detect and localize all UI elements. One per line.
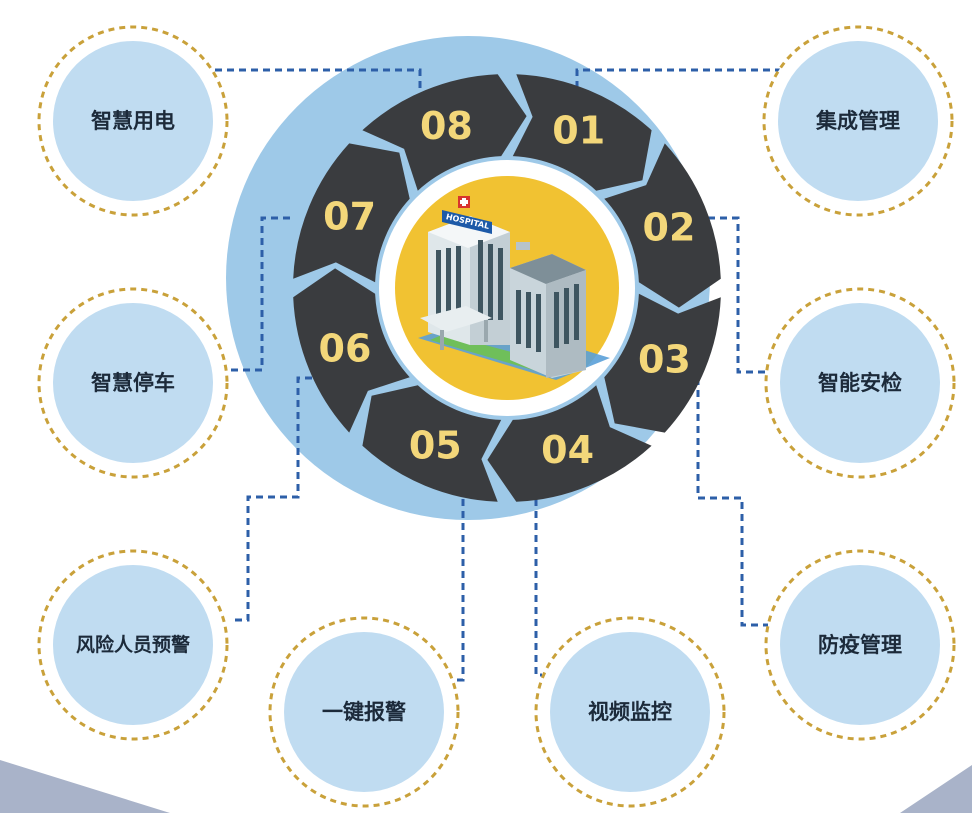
- corner-shape-right: [900, 765, 972, 813]
- segment-number-08: 08: [420, 104, 473, 148]
- connector-05: [455, 487, 465, 682]
- node-label: 防疫管理: [818, 633, 902, 657]
- connector-02: [708, 216, 770, 374]
- connector-03: [686, 376, 768, 627]
- segment-number-05: 05: [409, 423, 462, 467]
- node-label: 集成管理: [815, 109, 900, 133]
- node-label: 视频监控: [588, 700, 672, 724]
- segment-number-01: 01: [552, 109, 605, 153]
- segment-number-06: 06: [319, 327, 372, 371]
- node-label: 智能安检: [818, 371, 902, 395]
- node-one-key-alarm[interactable]: 一键报警: [268, 616, 460, 808]
- node-label: 一键报警: [322, 700, 406, 724]
- segment-number-02: 02: [643, 205, 696, 249]
- node-smart-electricity[interactable]: 智慧用电: [37, 25, 229, 217]
- connector-04: [534, 487, 542, 677]
- arrow-segment-02: [604, 143, 721, 308]
- arrow-segment-07: [293, 143, 410, 283]
- node-smart-security-check[interactable]: 智能安检: [764, 287, 956, 479]
- arrow-segment-06: [293, 268, 410, 433]
- connector-01: [575, 68, 790, 88]
- arrow-segment-03: [604, 293, 721, 433]
- node-integrated-management[interactable]: 集成管理: [762, 25, 954, 217]
- node-label: 风险人员预警: [76, 633, 190, 656]
- connector-08: [210, 68, 422, 88]
- connectors: [210, 68, 790, 682]
- node-video-surveillance[interactable]: 视频监控: [534, 616, 726, 808]
- arrow-ring: 01 02 03 04 05 06 07 08: [293, 74, 721, 502]
- segment-number-04: 04: [541, 428, 594, 472]
- node-label: 智慧用电: [91, 109, 175, 133]
- feature-nodes: 集成管理 智能安检 防疫管理 视频监控 一键报警 风险人员预警: [37, 25, 956, 808]
- connector-06: [232, 376, 312, 622]
- arrow-segment-08: [362, 74, 527, 191]
- segment-number-07: 07: [323, 194, 376, 238]
- node-epidemic-management[interactable]: 防疫管理: [764, 549, 956, 741]
- arrow-segment-01: [512, 74, 652, 191]
- node-smart-parking[interactable]: 智慧停车: [37, 287, 229, 479]
- hospital-building-icon: HOSPITAL: [418, 196, 610, 380]
- arrow-segment-04: [487, 385, 652, 502]
- connector-07: [226, 216, 290, 372]
- segment-number-03: 03: [638, 338, 691, 382]
- node-risk-person-warning[interactable]: 风险人员预警: [37, 549, 229, 741]
- node-label: 智慧停车: [91, 371, 175, 395]
- arrow-segment-05: [362, 385, 502, 502]
- corner-shape-left: [0, 760, 170, 813]
